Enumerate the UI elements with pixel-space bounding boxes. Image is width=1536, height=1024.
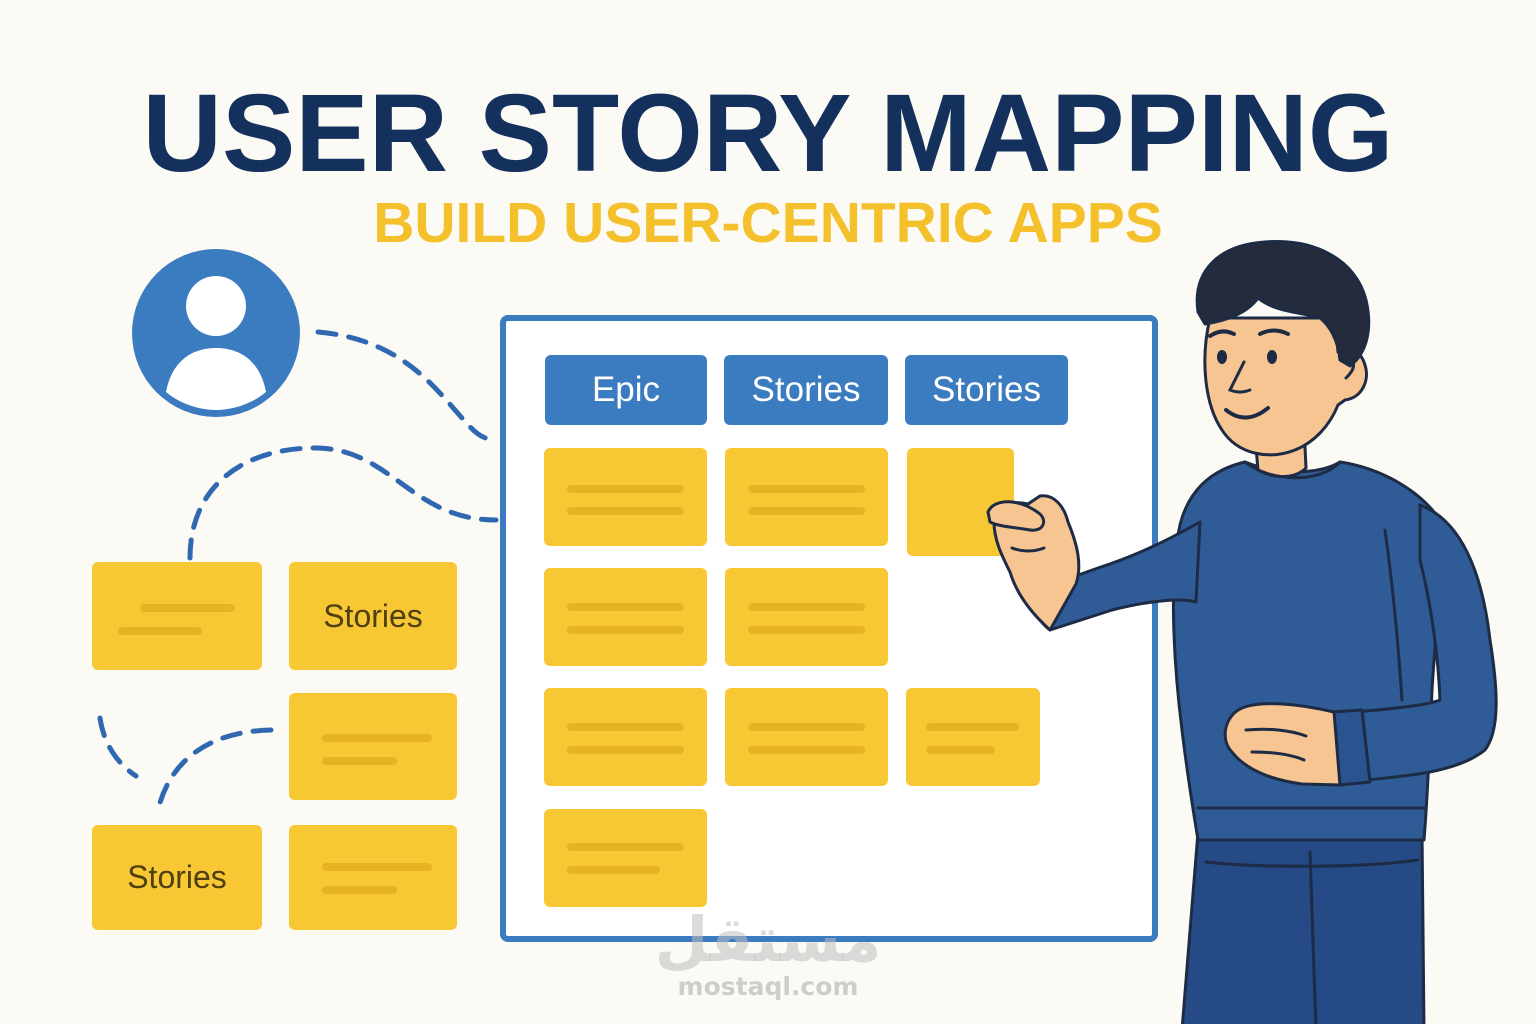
sweater-sleeve-right bbox=[1353, 503, 1498, 782]
card-label: Stories bbox=[323, 597, 423, 634]
board-story-card bbox=[544, 568, 707, 666]
watermark-domain: mostaql.com bbox=[677, 972, 859, 1001]
card-text-line bbox=[748, 626, 865, 634]
board-story-card bbox=[544, 448, 707, 546]
card-text-line bbox=[322, 886, 397, 894]
board-story-card bbox=[725, 568, 888, 666]
card-text-line bbox=[748, 603, 865, 611]
loose-story-card bbox=[92, 562, 262, 670]
card-text-line bbox=[567, 746, 684, 754]
card-label: Stories bbox=[127, 859, 227, 895]
loose-story-card-labeled: Stories bbox=[289, 562, 457, 670]
hand-holding-marker bbox=[1223, 702, 1342, 787]
dashed-connector-avatar-to-board bbox=[315, 329, 499, 443]
card-text-line bbox=[322, 863, 432, 871]
subtitle: BUILD USER-CENTRIC APPS bbox=[373, 191, 1163, 255]
card-text-line bbox=[567, 485, 684, 493]
dashed-connector-card-to-board bbox=[187, 445, 499, 561]
card-text-line bbox=[567, 843, 684, 851]
card-text-line bbox=[567, 723, 684, 731]
loose-story-card bbox=[289, 825, 457, 930]
watermark-logo-arabic: مستقل bbox=[654, 903, 882, 976]
face bbox=[1203, 316, 1368, 457]
hair bbox=[1195, 240, 1371, 368]
card-text-line bbox=[748, 723, 865, 731]
board-story-card bbox=[544, 688, 707, 786]
card-text-line bbox=[322, 757, 397, 765]
dashed-connector-left-up bbox=[155, 727, 274, 813]
board-header-stories-2: Stories bbox=[905, 355, 1068, 425]
thumb bbox=[986, 500, 1046, 532]
board-story-card bbox=[725, 688, 888, 786]
card-text-line bbox=[926, 746, 995, 754]
board-header-epic: Epic bbox=[545, 355, 707, 425]
board-header-stories: Stories bbox=[724, 355, 888, 425]
board-story-card bbox=[725, 448, 888, 546]
card-text-line bbox=[567, 603, 684, 611]
card-text-line bbox=[322, 734, 432, 742]
card-text-line bbox=[748, 485, 865, 493]
user-avatar-icon bbox=[132, 249, 300, 417]
pants bbox=[1180, 830, 1426, 1024]
board-story-card bbox=[544, 809, 707, 907]
card-text-line bbox=[567, 866, 660, 874]
card-text-line bbox=[567, 626, 684, 634]
card-text-line bbox=[748, 507, 865, 515]
main-title: USER STORY MAPPING bbox=[142, 72, 1394, 195]
dashed-connector-left-down bbox=[97, 715, 139, 779]
card-text-line bbox=[926, 723, 1019, 731]
loose-story-card-labeled: Stories bbox=[92, 825, 262, 930]
card-text-line bbox=[118, 627, 202, 635]
card-text-line bbox=[140, 604, 235, 612]
facial-features bbox=[1217, 350, 1277, 364]
card-text-line bbox=[748, 746, 865, 754]
board-story-card bbox=[906, 688, 1040, 786]
card-text-line bbox=[567, 507, 684, 515]
loose-story-card bbox=[289, 693, 457, 800]
